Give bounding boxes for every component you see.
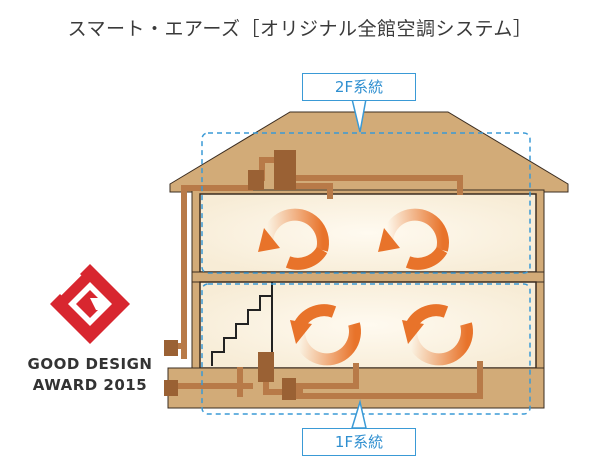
airflow-1f-left — [290, 304, 361, 366]
airflow-2f-left — [258, 208, 329, 270]
staircase — [211, 282, 273, 366]
page-title: スマート・エアーズ［オリジナル全館空調システム］ — [67, 18, 533, 40]
zone-outline-1f — [201, 283, 531, 415]
airflow-2f-right — [378, 208, 449, 270]
roof — [169, 111, 569, 193]
room-2f — [199, 193, 537, 273]
room-1f — [199, 281, 537, 369]
zone-label-1f: 1F系統 — [302, 428, 416, 456]
air-handler-1f — [258, 352, 274, 382]
air-handler-2f — [274, 150, 296, 190]
award-line-1: GOOD DESIGN — [27, 355, 153, 373]
good-design-logo — [50, 264, 130, 344]
zone-label-2f: 2F系統 — [302, 73, 416, 101]
award-line-2: AWARD 2015 — [32, 376, 148, 394]
zone-outline-2f — [201, 132, 531, 274]
airflow-1f-right — [402, 304, 473, 366]
duct-2f — [181, 157, 463, 359]
